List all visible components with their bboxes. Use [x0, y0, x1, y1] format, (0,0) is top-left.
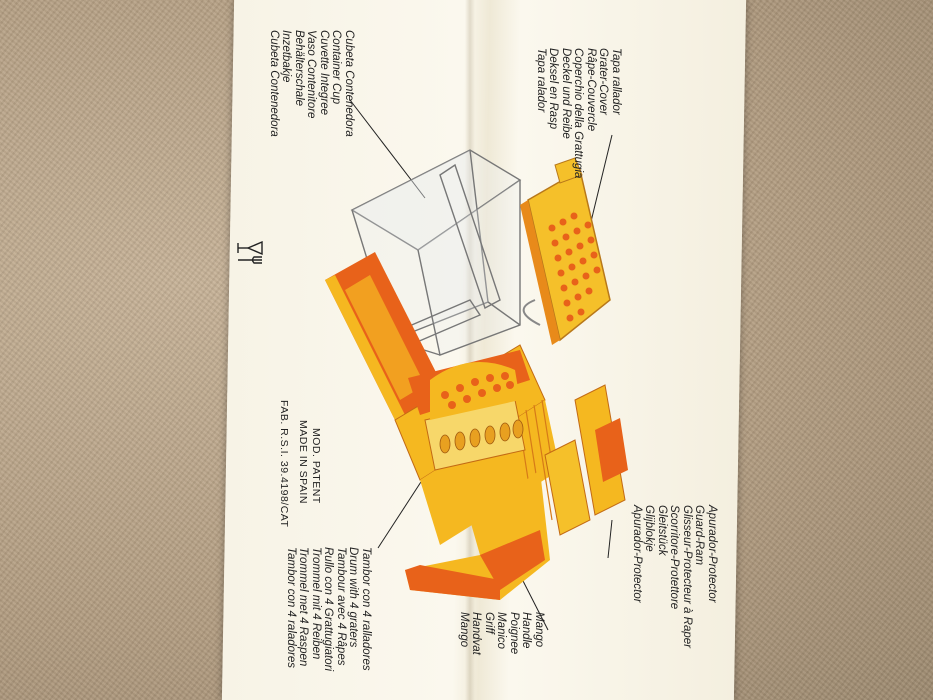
container-leader-line	[349, 99, 426, 199]
grater-cover	[520, 157, 611, 345]
guard-labels: Apurador-Protector Guard-Ram Glisseur-Pr…	[631, 505, 718, 648]
guard-label: Scorritore-Protettore	[668, 505, 681, 610]
drum-label: Trommel met 4 Raspen	[297, 547, 310, 667]
handle-label: Griff	[483, 612, 495, 634]
container-label: Vaso Contenitore	[305, 30, 318, 119]
container-label: Cubeta Contenedora	[268, 30, 280, 137]
glass-fork-food-safe-icon	[237, 240, 263, 264]
container-label: Behälterschale	[293, 30, 305, 107]
handle-label: Mango	[533, 612, 545, 648]
guard-label: Guard-Ram	[693, 505, 706, 566]
drum-label: Drum with 4 graters	[347, 547, 360, 648]
handle-label: Mango	[458, 612, 470, 648]
drum-label: Rullo con 4 Grattugiatori	[322, 547, 335, 672]
guard-label: Apurador-Protector	[706, 505, 718, 603]
cover-label: Grater-Cover	[597, 48, 610, 115]
cover-label: Tapa ralador	[535, 48, 547, 113]
grater-body	[325, 252, 628, 600]
cover-labels: Tapa rallador Grater-Cover Râpe-Couvercl…	[535, 48, 622, 179]
handle-label: Poignee	[508, 612, 520, 655]
cover-label: Deckel und Reibe	[560, 48, 572, 139]
drum-label: Tambor con 4 ralladores	[360, 547, 372, 671]
drum-labels: Tambor con 4 ralladores Drum with 4 grat…	[285, 547, 372, 672]
handle-label: Manico	[495, 612, 508, 650]
container-label: Cuvette Integree	[318, 30, 330, 116]
container-label: Inzetbakje	[280, 30, 293, 83]
guard-label: Apurador-Protector	[631, 505, 643, 603]
patent-label: MADE IN SPAIN	[297, 420, 309, 504]
drum-label: Trommel mit 4 Reiben	[310, 547, 322, 660]
drum-label: Tambor con 4 raladores	[285, 547, 297, 669]
handle-labels: Mango Handle Poignee Manico Griff Handva…	[458, 612, 545, 655]
cover-label: Tapa rallador	[610, 48, 622, 115]
patent-labels: MOD. PATENT MADE IN SPAIN FAB. R.S.I. 39…	[277, 400, 322, 527]
handle-label: Handle	[520, 612, 533, 649]
container-labels: Cubeta Contenedora Container Cup Cuvette…	[268, 30, 355, 137]
cover-label: Deksel en Rasp	[547, 48, 560, 130]
patent-label: FAB. R.S.I. 39.4198/CAT	[278, 400, 290, 528]
guard-label: Glijblokje	[643, 505, 656, 552]
container-label: Cubeta Contenedora	[343, 30, 355, 137]
cover-label: Coperchio della Grattugia	[572, 48, 585, 179]
guard-label: Gleitstück	[656, 505, 668, 556]
handle-leader-line	[519, 574, 549, 631]
drum-label: Tambour avec 4 Râpes	[335, 547, 347, 666]
container-label: Container Cup	[330, 30, 343, 105]
patent-label: MOD. PATENT	[310, 428, 322, 504]
guard-label: Glisseur-Protecteur à Raper	[681, 505, 693, 648]
leaflet-fold	[465, 0, 475, 700]
guard-leader-line	[607, 519, 613, 559]
handle-label: Handvat	[470, 612, 483, 655]
cover-label: Râpe-Couvercle	[585, 48, 597, 132]
